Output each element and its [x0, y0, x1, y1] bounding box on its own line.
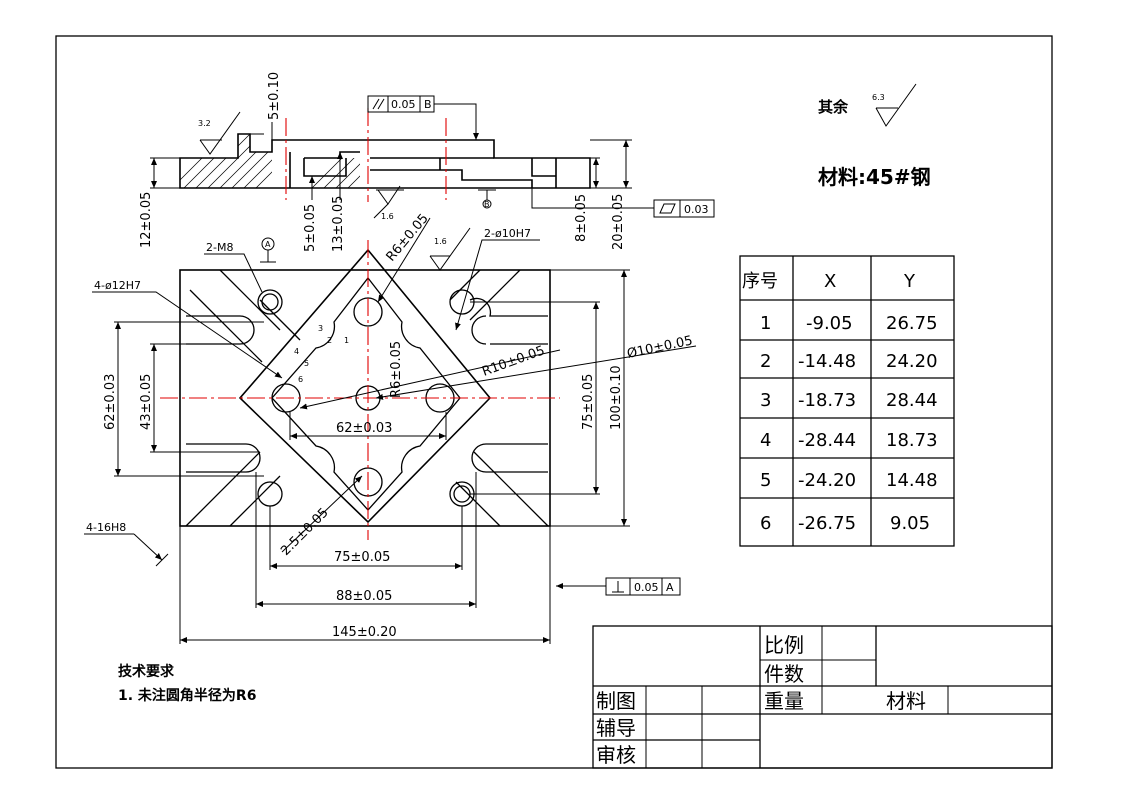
- dim-62-v: 62±0.03: [103, 374, 118, 430]
- tb-guide: 辅导: [596, 716, 636, 740]
- table-cell: 3: [760, 390, 771, 411]
- table-cell: 28.44: [886, 390, 938, 411]
- roughness-3-2: 3.2: [198, 119, 211, 128]
- dim-12: 12±0.05: [139, 192, 154, 248]
- finish-label: 其余: [818, 98, 849, 116]
- table-cell: 26.75: [886, 313, 938, 334]
- datum-a: A: [265, 240, 271, 249]
- point-5: 5: [304, 359, 309, 368]
- dim-20: 20±0.05: [611, 194, 626, 250]
- table-header-y: Y: [903, 271, 916, 292]
- table-cell: -24.20: [798, 470, 856, 491]
- label-h7-12: 4-ø12H7: [94, 279, 141, 292]
- tb-weight: 重量: [764, 689, 804, 713]
- sheet-border: [55, 35, 1053, 769]
- table-cell: 4: [760, 430, 771, 451]
- table-cell: 6: [760, 513, 771, 534]
- material-note: 材料:45#钢: [818, 165, 931, 189]
- tb-drawn: 制图: [596, 689, 636, 713]
- tech-req-item: 1. 未注圆角半径为R6: [118, 687, 256, 704]
- plan-view: 1 2 3 4 5 6 2-M8 A 4-ø12H7 1.6 2-ø10H7 R…: [84, 211, 697, 644]
- table-cell: 24.20: [886, 351, 938, 372]
- datum-b: B: [484, 200, 490, 209]
- roughness-1-6-a: 1.6: [381, 212, 394, 221]
- dim-62-h: 62±0.03: [336, 421, 392, 436]
- dim-100: 100±0.10: [609, 365, 624, 430]
- perp-datum: A: [666, 581, 674, 594]
- finish-value: 6.3: [872, 93, 885, 102]
- dim-75-h: 75±0.05: [334, 550, 390, 565]
- parallel-datum: B: [424, 98, 432, 111]
- perp-tolerance: 0.05: [634, 581, 659, 594]
- title-block: 比例 件数 重量 材料 制图 辅导 审核: [592, 625, 1053, 769]
- dim-145: 145±0.20: [332, 625, 397, 640]
- dim-5-010: 5±0.10: [267, 72, 282, 120]
- dim-d10: Ø10±0.05: [626, 333, 694, 362]
- table-cell: 2: [760, 351, 771, 372]
- dim-r10: R10±0.05: [480, 343, 547, 379]
- dim-75-v: 75±0.05: [581, 374, 596, 430]
- table-cell: 14.48: [886, 470, 938, 491]
- dim-88: 88±0.05: [336, 589, 392, 604]
- dim-2-5: 2.5±0.05: [278, 505, 331, 558]
- coord-table: 序号 X Y 1 -9.05 26.75 2 -14.48 24.20 3 -1…: [739, 255, 955, 547]
- label-h8: 4-16H8: [86, 521, 126, 534]
- flatness-tolerance: 0.03: [684, 203, 709, 216]
- table-header-x: X: [824, 271, 836, 292]
- label-m8: 2-M8: [206, 241, 233, 254]
- point-2: 2: [327, 336, 332, 345]
- point-4: 4: [294, 347, 299, 356]
- dim-r6-mid: R6±0.05: [389, 341, 404, 398]
- tech-req-title: 技术要求: [118, 663, 175, 680]
- table-cell: -26.75: [798, 513, 856, 534]
- point-1: 1: [344, 336, 349, 345]
- parallel-tolerance: 0.05: [391, 98, 416, 111]
- tb-material: 材料: [886, 689, 926, 713]
- dim-43: 43±0.05: [139, 374, 154, 430]
- tb-scale: 比例: [764, 633, 804, 657]
- table-cell: 9.05: [890, 513, 930, 534]
- table-cell: 1: [760, 313, 771, 334]
- tb-count: 件数: [764, 662, 804, 686]
- section-view: 3.2 12±0.05 5±0.10 5±0.05 13±0.05 1.6 B …: [139, 72, 715, 252]
- dim-13: 13±0.05: [331, 196, 346, 252]
- point-6: 6: [298, 375, 303, 384]
- table-header-no: 序号: [742, 271, 778, 292]
- label-h7-10: 2-ø10H7: [484, 227, 531, 240]
- table-cell: 5: [760, 470, 771, 491]
- roughness-1-6-b: 1.6: [434, 237, 447, 246]
- table-cell: -14.48: [798, 351, 856, 372]
- tb-review: 审核: [596, 743, 636, 767]
- point-3: 3: [318, 324, 323, 333]
- dim-8: 8±0.05: [574, 194, 589, 242]
- dim-5-005: 5±0.05: [303, 204, 318, 252]
- table-cell: -9.05: [806, 313, 853, 334]
- table-cell: 18.73: [886, 430, 938, 451]
- table-cell: -28.44: [798, 430, 856, 451]
- table-cell: -18.73: [798, 390, 856, 411]
